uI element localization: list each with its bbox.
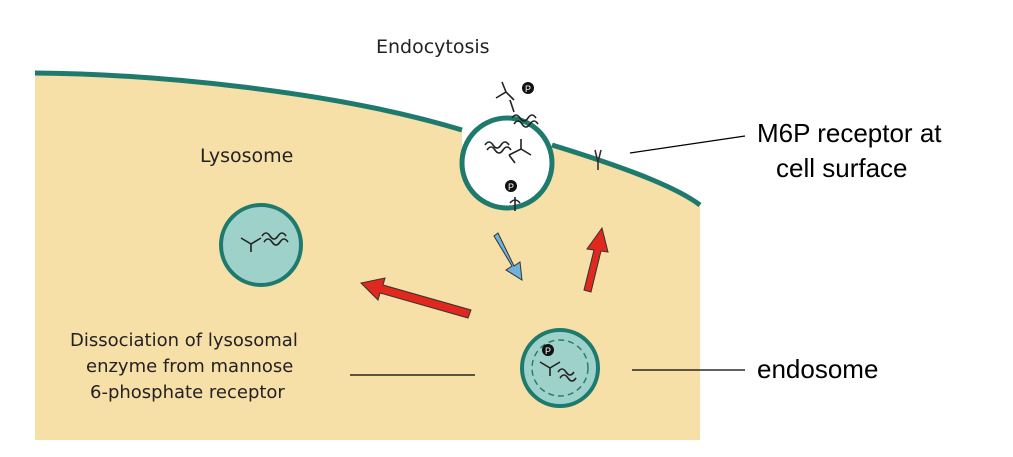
- red-arrow-to-lysosome: [359, 277, 472, 319]
- endosome-scallops: [531, 339, 589, 397]
- plasma-membrane: [34, 70, 463, 133]
- receptor-enzyme-complex-icon: [484, 139, 532, 211]
- dissociation-label-line1: Dissociation of lysosomal: [70, 330, 298, 351]
- lysosome-label: Lysosome: [200, 145, 293, 167]
- incoming-enzyme-icon: [495, 81, 539, 128]
- endosome-label: endosome: [757, 354, 878, 384]
- dissociation-label-line3: 6-phosphate receptor: [90, 382, 285, 403]
- lysosome-enzyme-icon: [240, 232, 289, 252]
- surface-receptor-icon: [594, 149, 602, 170]
- dissociation-label-line2: enzyme from mannose: [86, 356, 293, 377]
- svg-text:P: P: [525, 84, 531, 94]
- blue-arrow-to-endosome: [493, 232, 523, 281]
- svg-text:P: P: [508, 182, 514, 192]
- red-arrow-to-surface: [583, 226, 609, 293]
- endocytosis-label: Endocytosis: [376, 36, 490, 58]
- endocytic-vesicle: [459, 115, 555, 211]
- lysosome: [219, 203, 303, 287]
- plasma-membrane-right: [551, 142, 702, 208]
- endosome: [520, 328, 600, 408]
- phosphate-icon: P: [505, 180, 517, 192]
- svg-text:P: P: [545, 346, 551, 356]
- phosphate-icon-incoming: P: [522, 82, 534, 94]
- m6p-label-line2: cell surface: [776, 153, 908, 183]
- m6p-label-line1: M6P receptor at: [757, 118, 942, 148]
- endosome-enzyme-icon: [539, 361, 577, 382]
- m6p-leader-line: [629, 135, 746, 154]
- phosphate-icon-endosome: P: [542, 344, 554, 356]
